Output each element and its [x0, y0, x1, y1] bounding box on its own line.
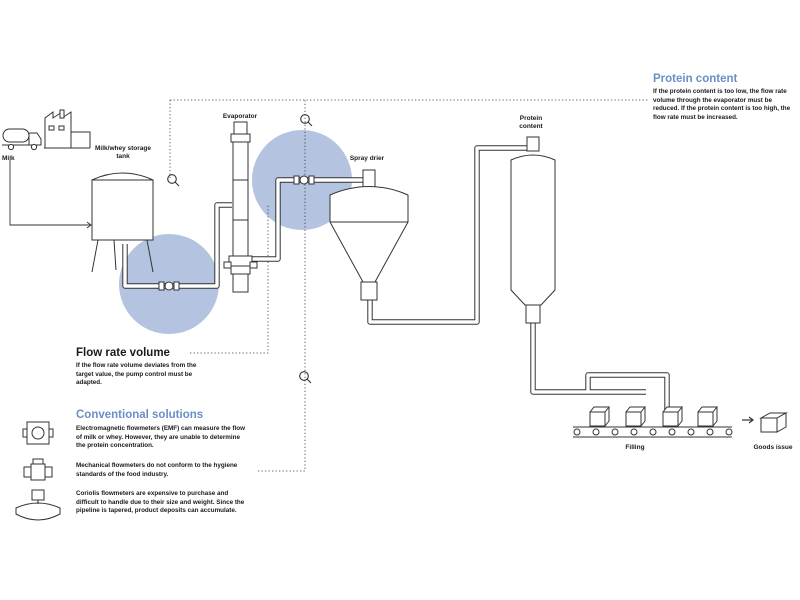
flow-callout-title: Flow rate volume: [76, 347, 170, 359]
milk-truck-icon: [2, 128, 42, 151]
emf-flowmeter-icon: [22, 421, 54, 445]
mechanical-flowmeter-icon: [23, 458, 53, 481]
coriolis-flowmeter-icon: [15, 489, 61, 521]
tank-label: Milk/whey storage tank: [95, 145, 151, 160]
conventional-item-mechanical: Mechanical flowmeters do not conform to …: [76, 462, 238, 478]
conventional-callout-line: [258, 99, 306, 472]
evaporator-label: Evaporator: [222, 113, 258, 120]
protein-content-label: Protein content: [519, 115, 543, 130]
goods-issue-label: Goods issue: [753, 444, 793, 451]
filling-station: [573, 406, 788, 438]
conventional-title: Conventional solutions: [76, 409, 204, 421]
magnifier-icon-1: [167, 174, 180, 187]
milk-label: Milk: [2, 155, 15, 162]
goods-box-icon: [759, 412, 788, 433]
factory-icon: [44, 109, 91, 149]
protein-tower: [510, 136, 556, 324]
protein-callout-title: Protein content: [653, 73, 738, 85]
flow-sensor-icon: [158, 281, 180, 291]
conventional-item-coriolis: Coriolis flowmeters are expensive to pur…: [76, 490, 245, 515]
conventional-item-emf: Electromagnetic flowmeters (EMF) can mea…: [76, 425, 246, 450]
flow-callout-line: [190, 205, 269, 354]
magnifier-icon-2: [300, 114, 313, 127]
magnifier-icons: [167, 114, 313, 384]
evaporator: [223, 121, 258, 293]
spray-drier-label: Spray drier: [349, 155, 385, 162]
protein-callout-text: If the protein content is too low, the f…: [653, 88, 791, 121]
flow-callout-text: If the flow rate volume deviates from th…: [76, 362, 197, 387]
spray-drier: [329, 169, 409, 301]
filling-label: Filling: [625, 444, 645, 451]
milk-inlet-line: [9, 160, 90, 226]
storage-tank: [91, 172, 154, 273]
magnifier-icon-3: [299, 371, 312, 384]
protein-sensor-icon: [293, 175, 315, 185]
